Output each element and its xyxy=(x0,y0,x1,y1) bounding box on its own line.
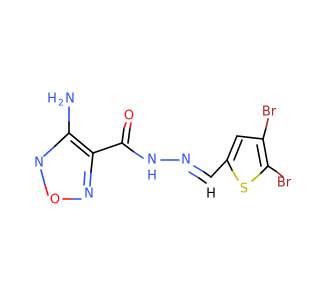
bond-c5-br-bottom-b xyxy=(276,171,284,178)
bond-n-ch-double xyxy=(188,171,200,179)
bond-th-c5-s xyxy=(259,165,269,175)
bond-th-c4-c5-double xyxy=(256,144,262,167)
bond-ring-nleft-o-b xyxy=(44,184,49,196)
bond-ring-c4-c3-double xyxy=(70,140,90,157)
bond-carbonyl-o xyxy=(121,127,125,144)
bonds xyxy=(40,106,284,200)
molecule-structure: H 2 N O N O N N H N H S Br Br xyxy=(34,92,292,208)
bond-carbonyl-o-double-b xyxy=(129,122,132,129)
atom-ring-o: O xyxy=(50,193,60,208)
bond-c4-br-top-b xyxy=(265,118,269,129)
bond-n-ch-double-b xyxy=(198,177,207,184)
bond-ring-c4-n-left-b xyxy=(43,146,55,157)
bond-ring-nright-c3-double xyxy=(83,171,86,186)
bond-carbonyl-o-b xyxy=(123,122,127,129)
atom-imine-n: N xyxy=(181,153,191,168)
bond-ch-c2 xyxy=(210,159,228,178)
bond-th-c4-c5 xyxy=(262,138,269,167)
bond-th-s-c2-b xyxy=(226,159,233,171)
bond-n-ch xyxy=(193,165,205,173)
atom-br-top: Br xyxy=(262,105,277,120)
bond-ring-nright-c3-b xyxy=(90,152,94,173)
atom-amino-h: H xyxy=(47,92,57,107)
bond-carbonyl-o-double xyxy=(127,127,131,144)
bond-ring-nleft-o xyxy=(40,169,46,186)
bond-ring-c4-c3 xyxy=(68,132,94,154)
bond-carbonyl-nh xyxy=(121,142,135,153)
atom-thiophene-s: S xyxy=(240,182,248,197)
bond-ring-c4-n-left xyxy=(53,132,70,148)
atom-ring-n-left: N xyxy=(34,156,44,171)
bond-th-c2-c3-double xyxy=(233,139,243,161)
atom-amino-n: N xyxy=(65,92,75,107)
bond-th-c2-c3 xyxy=(226,135,238,161)
atom-nh-h: H xyxy=(147,169,157,184)
atom-carbonyl-o: O xyxy=(124,109,134,124)
bond-c4-br-top xyxy=(262,127,267,140)
bond-th-s-c2 xyxy=(231,169,239,181)
atom-br-bottom: Br xyxy=(277,176,292,191)
bond-c5-br-bottom xyxy=(267,165,278,173)
atom-nh-n: N xyxy=(147,153,157,168)
bond-ring-nright-c3 xyxy=(89,171,92,187)
bond-c3-carbonyl xyxy=(92,142,123,154)
atom-imine-h: H xyxy=(206,187,216,202)
atom-labels: H 2 N O N O N N H N H S Br Br xyxy=(34,92,292,208)
atom-ring-n-right: N xyxy=(84,187,94,202)
atom-amino-h-count: 2 xyxy=(58,99,64,109)
bond-th-c3-c4 xyxy=(236,135,264,140)
bond-n-ch-b xyxy=(203,171,212,178)
bond-carbonyl-nh-b xyxy=(133,151,144,159)
bond-th-c5-s-b xyxy=(251,173,261,182)
